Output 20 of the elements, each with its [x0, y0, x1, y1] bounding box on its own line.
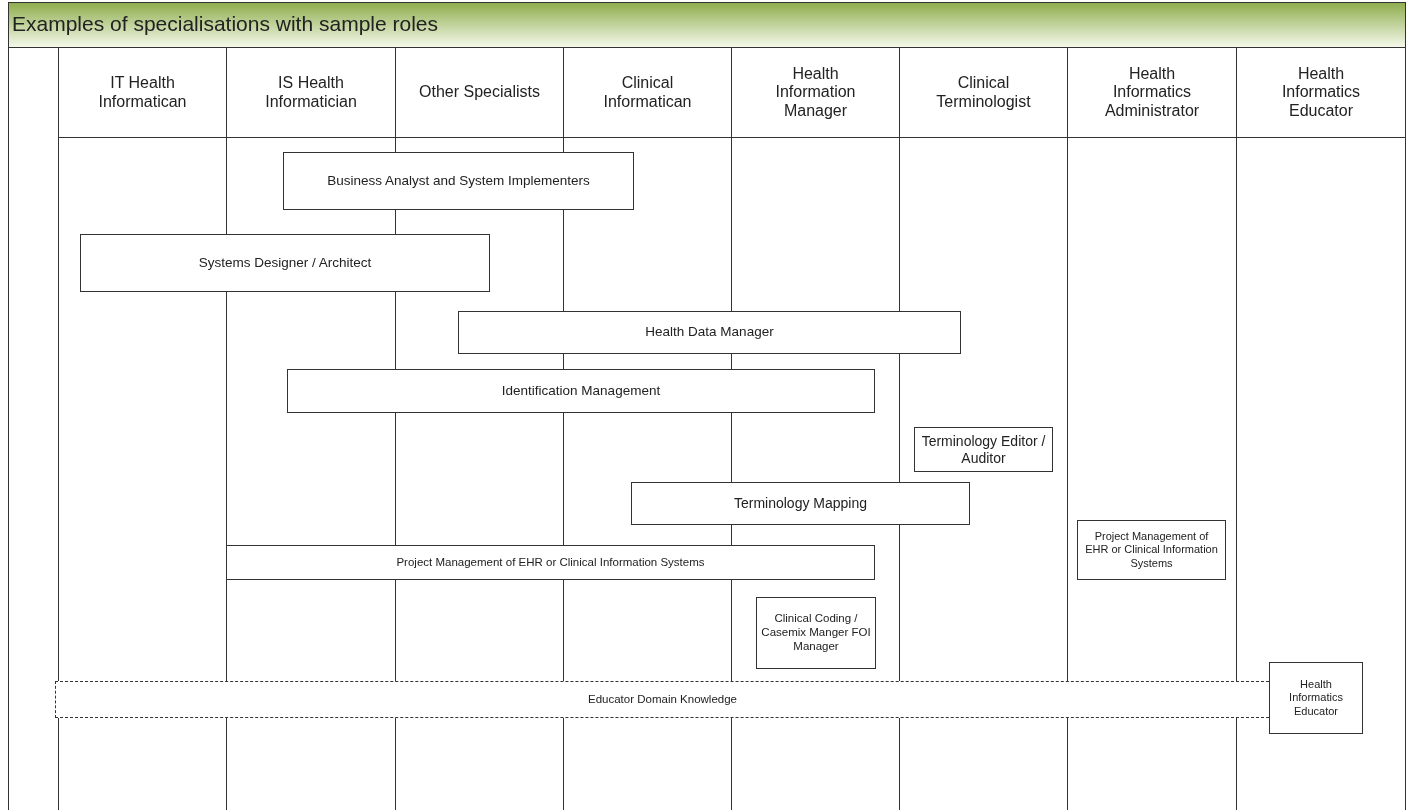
role-box: Business Analyst and System Implementers: [283, 152, 634, 210]
role-box: Project Management of EHR or Clinical Information Systems: [1077, 520, 1226, 580]
role-box: Project Management of EHR or Clinical Information Systems: [226, 545, 875, 580]
role-box: Terminology Editor / Auditor: [914, 427, 1053, 472]
column-header: Clinical Informatican: [602, 74, 693, 111]
column-header: IS Health Informatician: [264, 74, 358, 111]
dashed-band: Educator Domain Knowledge: [55, 681, 1269, 718]
role-box: Health Data Manager: [458, 311, 961, 354]
role-box: Health Informatics Educator: [1269, 662, 1363, 734]
column-header: Health Information Manager: [774, 64, 857, 121]
role-box: Identification Management: [287, 369, 875, 413]
role-box: Clinical Coding / Casemix Manger FOI Manager: [756, 597, 876, 669]
title-banner: Examples of specialisations with sample roles: [8, 2, 1406, 48]
column-header: IT Health Informatican: [97, 74, 188, 111]
column-header: Health Informatics Administrator: [1103, 64, 1201, 121]
column-header: Other Specialists: [419, 83, 540, 102]
column-header: Health Informatics Educator: [1280, 64, 1362, 121]
role-box: Systems Designer / Architect: [80, 234, 490, 292]
role-box: Terminology Mapping: [631, 482, 970, 525]
column-header: Clinical Terminologist: [935, 74, 1032, 111]
